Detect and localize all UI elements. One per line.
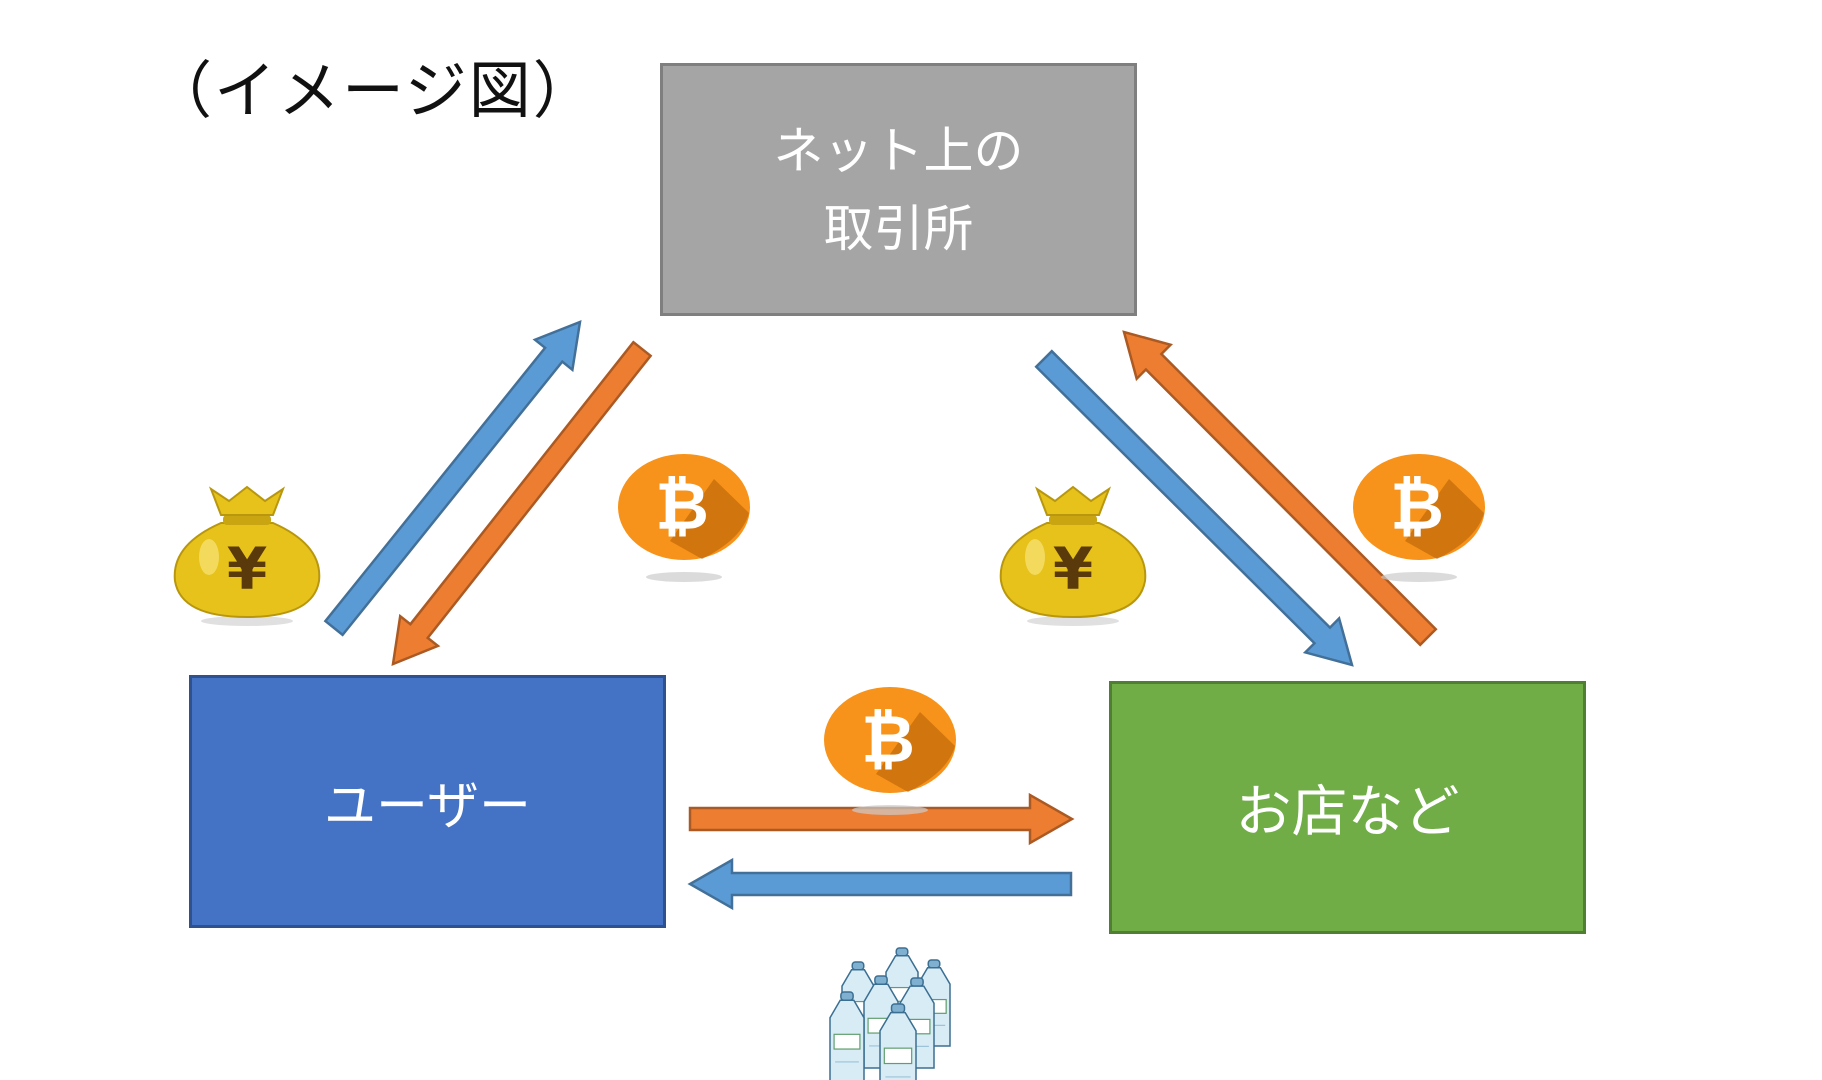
svg-text:¥: ¥	[227, 535, 267, 603]
svg-text:₿: ₿	[861, 701, 915, 778]
svg-text:¥: ¥	[1053, 535, 1093, 603]
bitcoin-coin-icon-right: ₿	[1353, 454, 1485, 582]
user-label: ユーザー	[324, 777, 531, 837]
exchange-label-line2: 取引所	[823, 199, 974, 258]
bitcoin-coin-icon-left: ₿	[618, 454, 750, 582]
yen-arrow-exchange-to-shop	[1034, 349, 1354, 667]
money-bag-yen-icon-right: ¥	[999, 485, 1147, 626]
user-box: ユーザー	[189, 675, 666, 928]
svg-text:₿: ₿	[655, 468, 709, 545]
money-bag-yen-icon-left: ¥	[173, 485, 321, 626]
bitcoin-coin-icon-bottom: ₿	[824, 687, 956, 815]
shop-box: お店など	[1109, 681, 1586, 934]
diagram-caption: （イメージ図）	[150, 54, 597, 127]
bitcoin-arrow-exchange-to-user	[391, 340, 653, 666]
svg-text:₿: ₿	[1390, 468, 1444, 545]
bitcoin-arrow-user-to-shop	[688, 792, 1075, 846]
goods-arrow-shop-to-user	[687, 857, 1073, 911]
exchange-label-line1: ネット上の	[773, 121, 1024, 180]
bitcoin-arrow-shop-to-exchange	[1122, 330, 1438, 647]
water-bottles-icon	[829, 947, 951, 1080]
yen-arrow-user-to-exchange	[323, 320, 582, 637]
online-exchange-box: ネット上の 取引所	[660, 63, 1137, 316]
shop-label: お店など	[1235, 780, 1460, 845]
